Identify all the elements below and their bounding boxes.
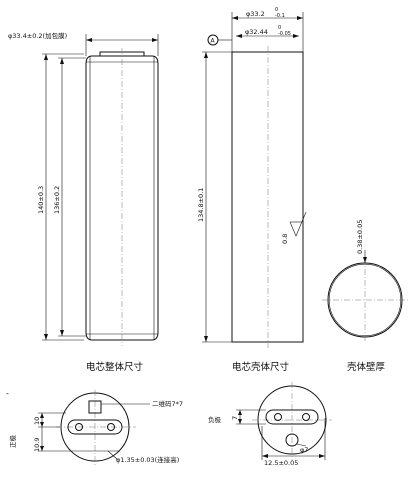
positive-dim-10-9: 10.9	[33, 438, 41, 452]
shell-diameter-tol-lower: -0.1	[275, 13, 285, 19]
wall-view-caption: 壳体壁厚	[347, 361, 386, 373]
shell-length-label: 134.8±0.1	[197, 188, 205, 222]
shell-view-caption: 电芯壳体尺寸	[232, 361, 290, 373]
positive-end-view: 10 10.9 正极 二维码7*7 φ1.35±0.03(连接高)	[8, 390, 183, 466]
negative-hole-dim: φ7	[300, 446, 308, 454]
cell-view-caption: 电芯整体尺寸	[86, 361, 144, 373]
negative-end-view: 7 负极 φ7 12.5±0.05	[208, 382, 332, 467]
shell-diameter-label: φ33.2	[246, 10, 265, 18]
shell-inner-diameter-label: φ32.44	[245, 28, 268, 36]
shell-inner-tol-lower: -0.05	[278, 31, 291, 37]
shell-inner-tol-upper: 0	[278, 25, 281, 31]
shell-diameter-tol-upper: 0	[275, 7, 278, 13]
cell-diameter-label: φ33.4±0.2(加包膜)	[8, 31, 67, 40]
cell-length-label: 140±0.3	[37, 186, 45, 214]
positive-side-label: 正极	[8, 435, 17, 449]
cell-body-length-label: 136±0.2	[53, 186, 61, 214]
negative-side-label: 负极	[208, 415, 222, 424]
shell-view: φ33.2 0 -0.1 A φ32.44 0 -0.05 134.8±0.1 …	[197, 7, 307, 373]
cell-view: φ33.4±0.2(加包膜) 140±0.3 136±0.2 电芯整体尺寸	[8, 31, 159, 373]
negative-dim-7: 7	[231, 416, 239, 420]
datum-a-label: A	[211, 38, 216, 45]
qr-code-note: 二维码7*7	[152, 399, 183, 408]
wall-view: 0.38±0.05 壳体壁厚	[322, 220, 408, 373]
wall-thickness-label: 0.38±0.05	[356, 220, 364, 254]
roughness-label: 0.8	[281, 234, 289, 244]
positive-flat-dim: φ1.35±0.03(连接高)	[116, 455, 179, 464]
minus-mark: -	[6, 389, 9, 398]
negative-span-dim: 12.5±0.05	[264, 459, 298, 467]
positive-dim-10: 10	[33, 417, 41, 425]
